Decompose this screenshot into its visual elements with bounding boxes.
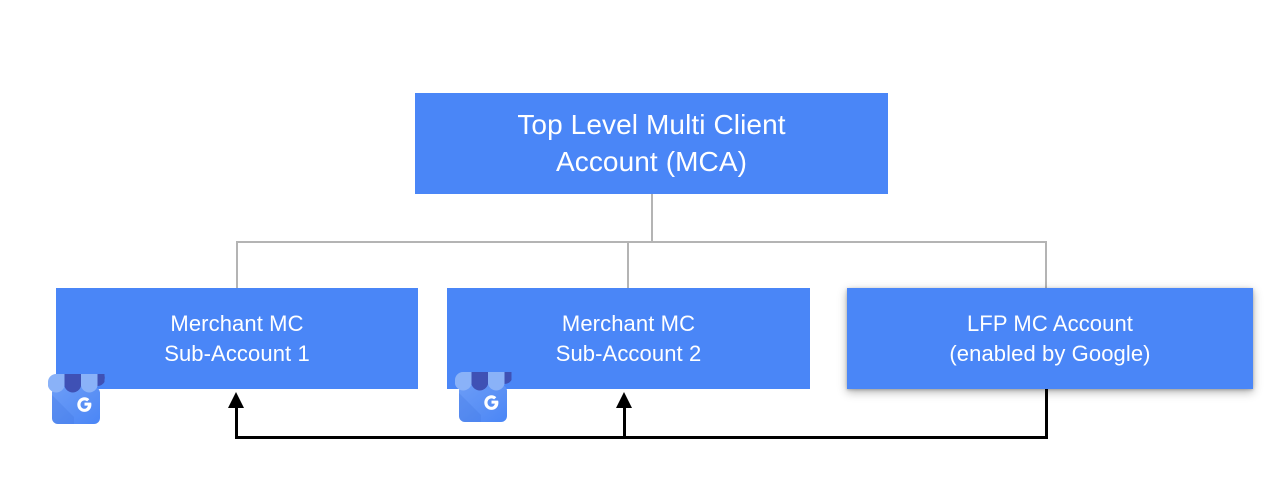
node-top-level-mca[interactable]: Top Level Multi Client Account (MCA)	[415, 93, 888, 194]
flow-arrowhead-sub1	[228, 392, 244, 408]
connector-drop-sub1	[236, 241, 238, 289]
node-lfp-mc-account[interactable]: LFP MC Account (enabled by Google)	[847, 288, 1253, 389]
connector-drop-lfp	[1045, 241, 1047, 289]
flow-riser-sub1	[235, 407, 238, 439]
node-top-level-mca-label: Top Level Multi Client Account (MCA)	[517, 108, 786, 177]
connector-drop-sub2	[627, 241, 629, 289]
node-merchant-sub-account-2-label: Merchant MC Sub-Account 2	[555, 311, 702, 366]
node-lfp-mc-account-label: LFP MC Account (enabled by Google)	[949, 311, 1151, 366]
connector-mca-down	[651, 194, 653, 243]
flow-horizontal-line	[236, 436, 1048, 439]
flow-riser-sub2	[623, 407, 626, 439]
node-merchant-sub-account-1-label: Merchant MC Sub-Account 1	[164, 311, 310, 366]
connector-horizontal-bus	[236, 241, 1047, 243]
flow-arrowhead-sub2	[616, 392, 632, 408]
node-merchant-sub-account-1[interactable]: Merchant MC Sub-Account 1	[56, 288, 418, 389]
google-my-business-icon	[455, 372, 512, 422]
google-my-business-icon	[48, 374, 105, 424]
flow-riser-lfp	[1045, 389, 1048, 439]
